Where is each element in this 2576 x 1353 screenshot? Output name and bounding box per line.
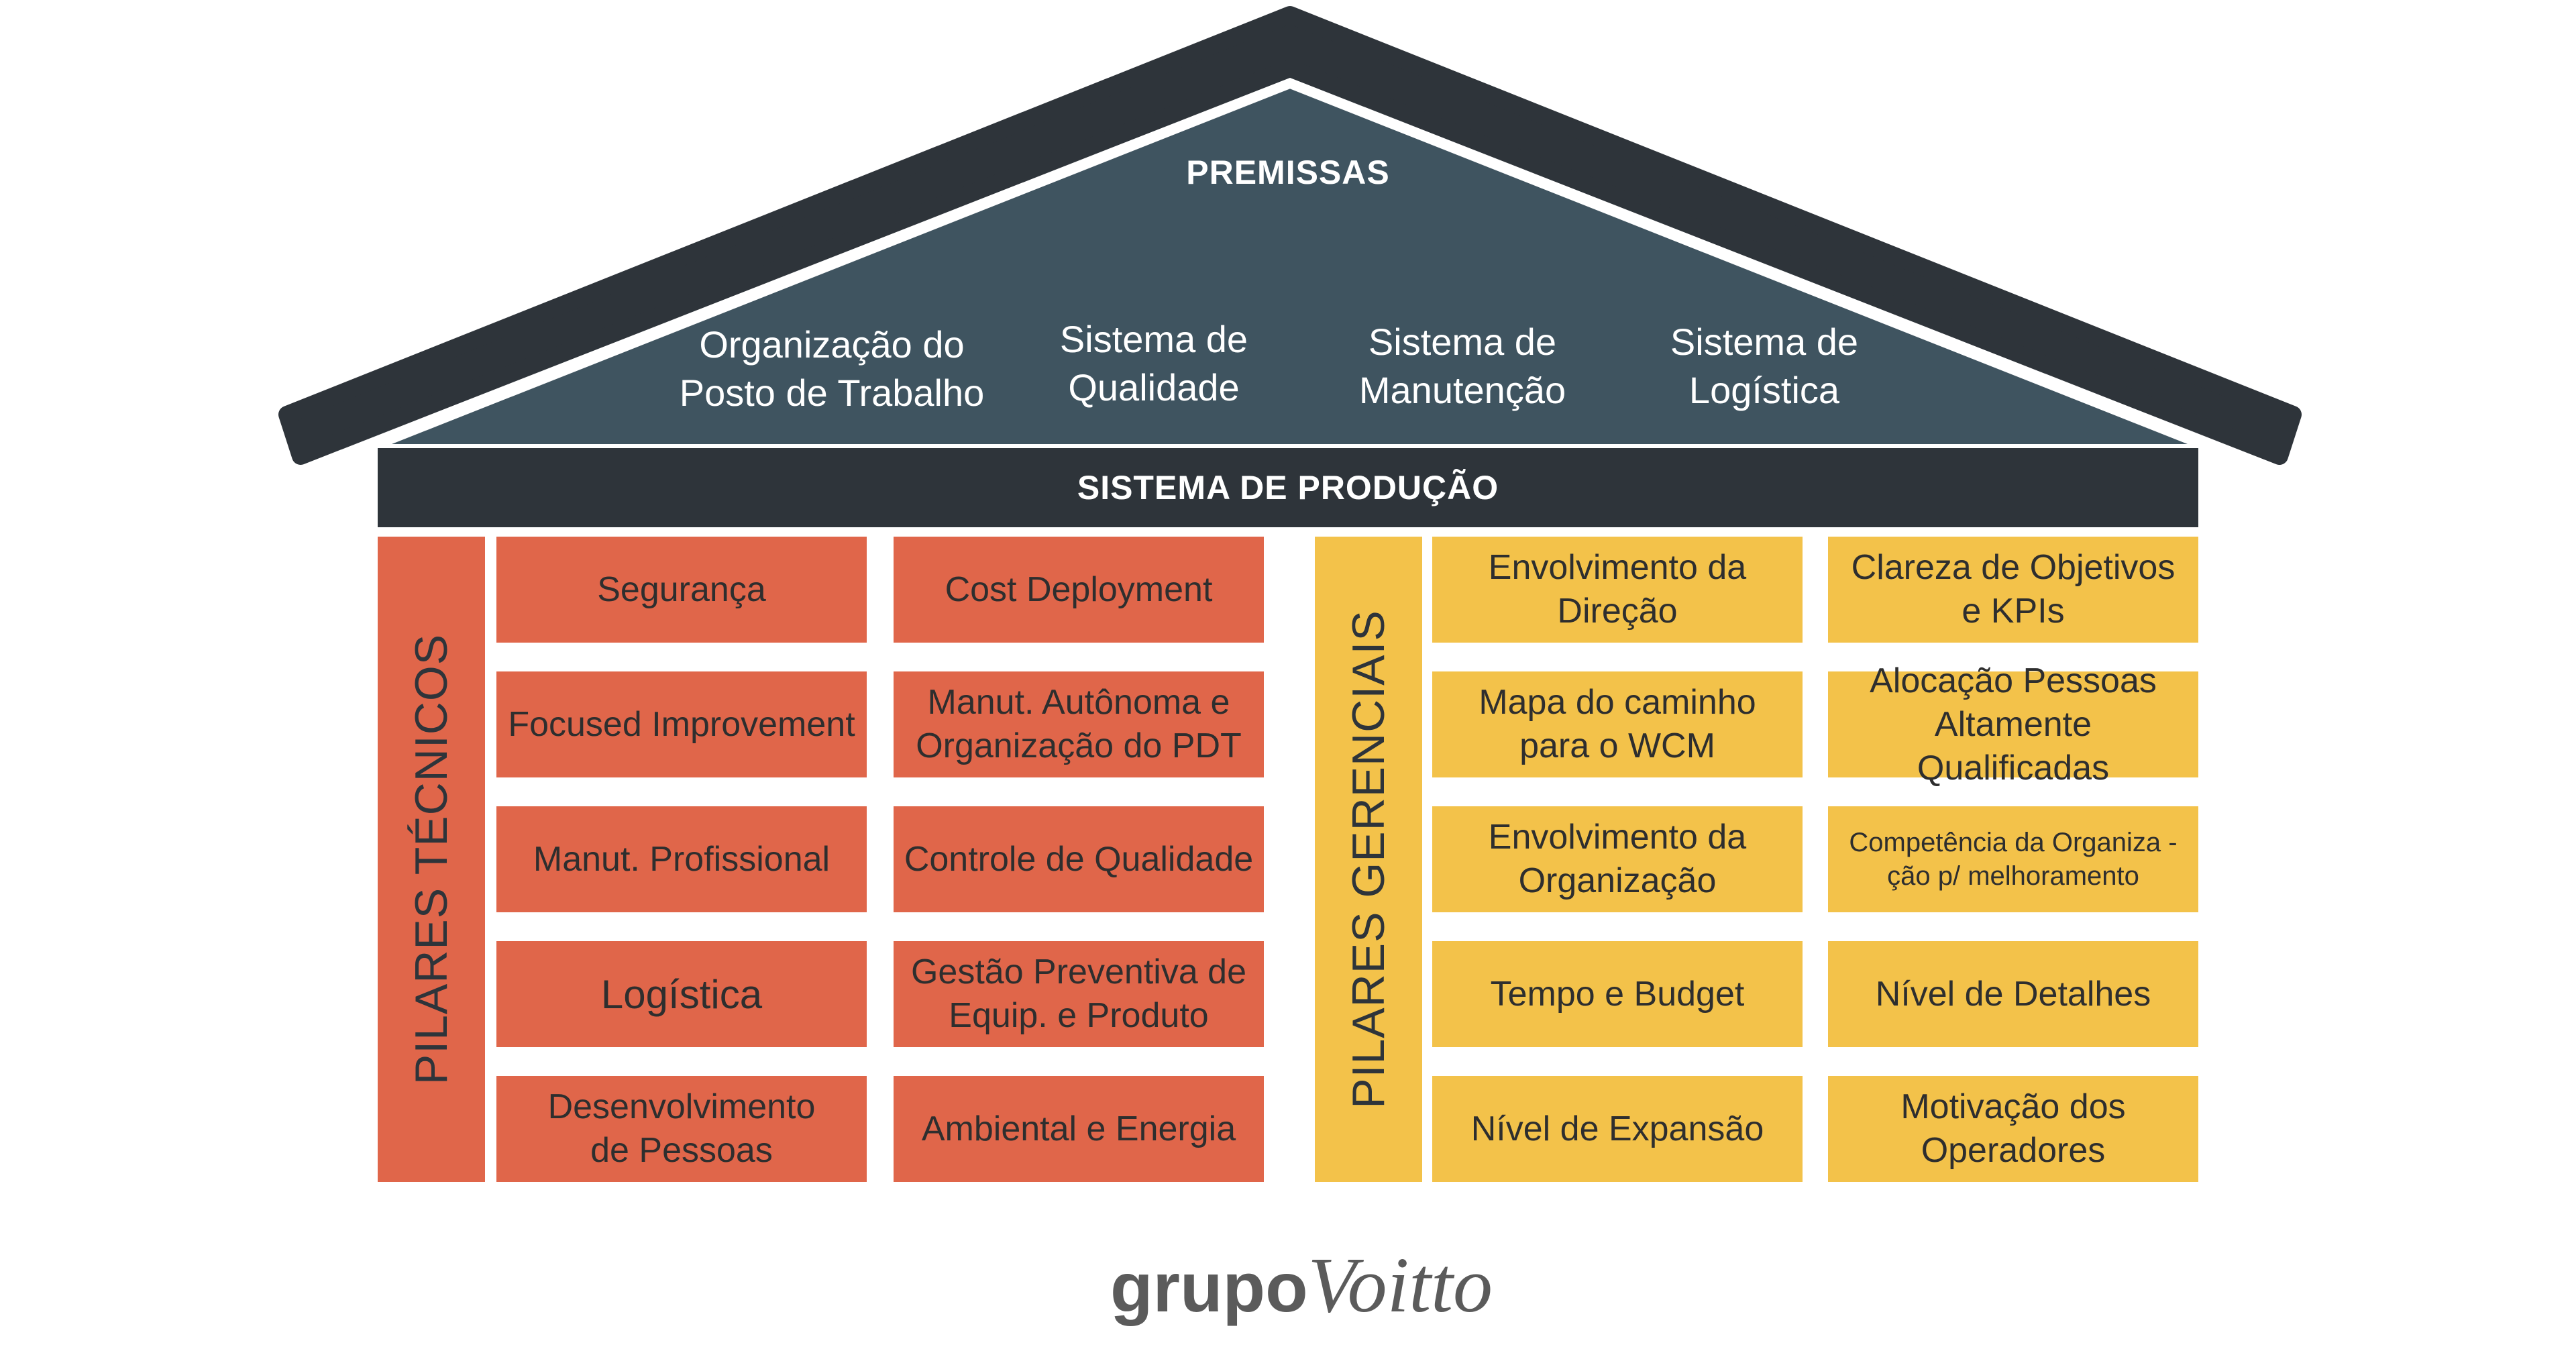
logo-text-voitto: Voitto (1307, 1241, 1493, 1329)
mgmt-box-direction-involvement: Envolvimento da Direção (1432, 537, 1803, 643)
mgmt-box-wcm-roadmap: Mapa do caminho para o WCM (1432, 671, 1803, 777)
production-system-band: SISTEMA DE PRODUÇÃO (378, 448, 2198, 527)
roof-item-quality-system: Sistema de Qualidade (1059, 318, 1248, 409)
technical-pillars-label: PILARES TÉCNICOS (378, 537, 485, 1182)
mgmt-box-objectives-kpis: Clareza de Objetivos e KPIs (1828, 537, 2198, 643)
managerial-pillars-label: PILARES GERENCIAIS (1315, 537, 1422, 1182)
tech-box-environment-energy: Ambiental e Energia (894, 1076, 1264, 1182)
managerial-pillars-text: PILARES GERENCIAIS (1343, 610, 1394, 1109)
grupo-voitto-logo: grupo Voitto (1100, 1240, 1503, 1334)
mgmt-box-operator-motivation: Motivação dos Operadores (1828, 1076, 2198, 1182)
roof-item-workplace: Organização do Posto de Trabalho (679, 323, 985, 414)
tech-box-logistics: Logística (496, 941, 867, 1047)
tech-box-quality-control: Controle de Qualidade (894, 806, 1264, 912)
tech-box-safety: Segurança (496, 537, 867, 643)
tech-box-preventive-management: Gestão Preventiva de Equip. e Produto (894, 941, 1264, 1047)
tech-box-professional-maintenance: Manut. Profissional (496, 806, 867, 912)
tech-box-focused-improvement: Focused Improvement (496, 671, 867, 777)
mgmt-box-qualified-people: Alocação Pessoas Altamente Qualificadas (1828, 661, 2198, 788)
roof-item-maintenance-system: Sistema de Manutenção (1358, 321, 1566, 411)
mgmt-box-expansion-level: Nível de Expansão (1432, 1076, 1803, 1182)
roof-item-logistics-system: Sistema de Logística (1670, 321, 1859, 411)
technical-pillars-text: PILARES TÉCNICOS (406, 633, 458, 1085)
mgmt-box-organization-involvement: Envolvimento da Organização (1432, 806, 1803, 912)
tech-box-cost-deployment: Cost Deployment (894, 537, 1264, 643)
mgmt-box-time-budget: Tempo e Budget (1432, 941, 1803, 1047)
logo-text-grupo: grupo (1110, 1249, 1308, 1327)
mgmt-box-detail-level: Nível de Detalhes (1828, 941, 2198, 1047)
roof-heading: PREMISSAS (1186, 154, 1390, 191)
mgmt-box-organization-competence: Competência da Organiza - ção p/ melhora… (1828, 806, 2198, 912)
tech-box-autonomous-maintenance: Manut. Autônoma e Organização do PDT (894, 671, 1264, 777)
tech-box-people-development: Desenvolvimento de Pessoas (496, 1076, 867, 1182)
